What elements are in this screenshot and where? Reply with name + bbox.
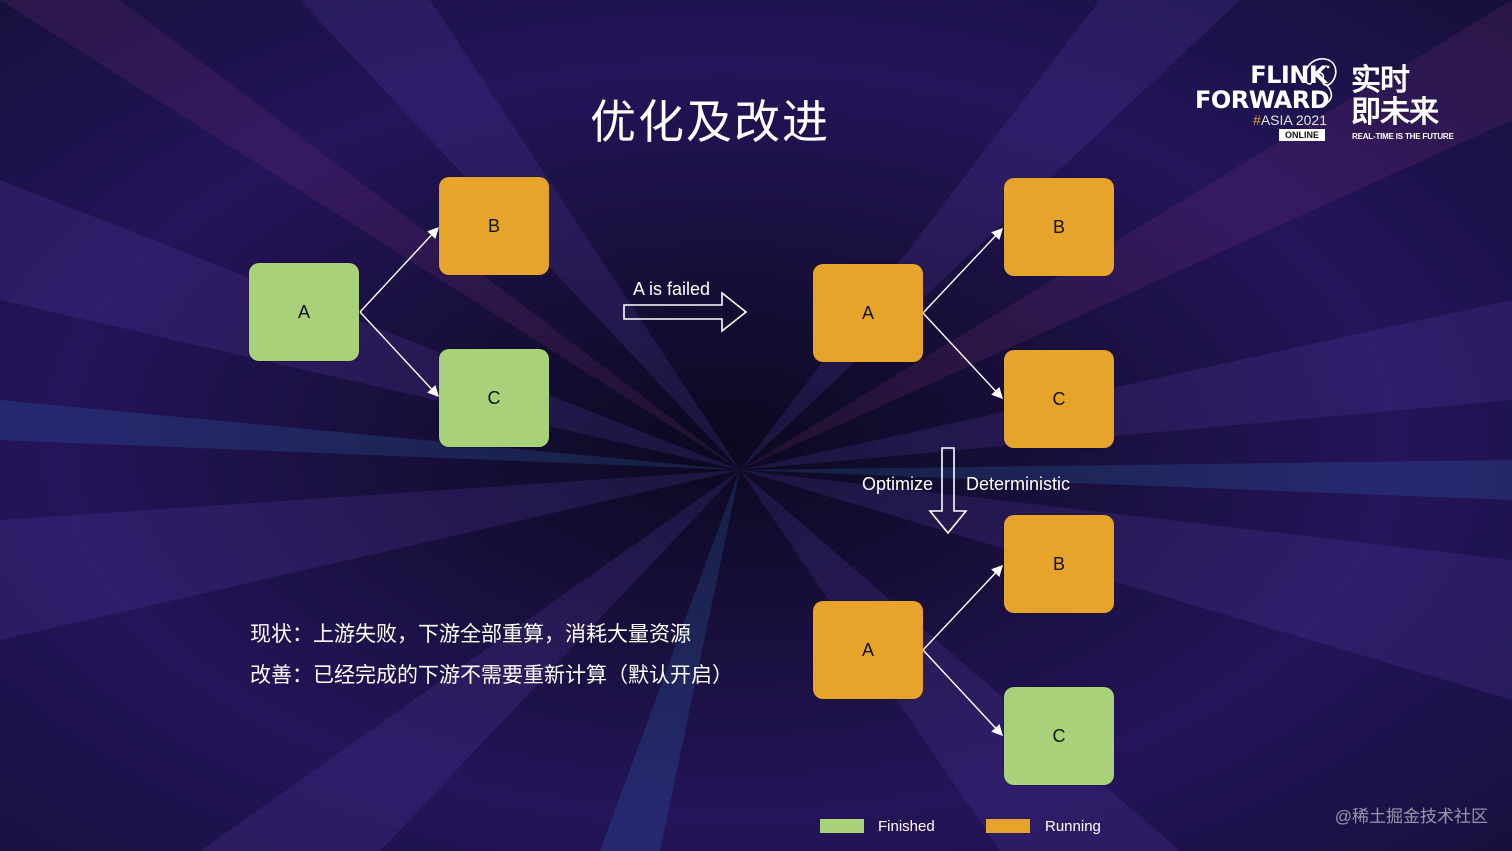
logo-cn-line2: 即未来: [1351, 95, 1439, 130]
improvement-text: 改善：已经完成的下游不需要重新计算（默认开启）: [250, 663, 733, 687]
node-before-a-finished: A: [249, 263, 359, 361]
optimize-transition-arrow-icon: [928, 447, 968, 535]
failed-transition-arrow-icon: [623, 291, 748, 333]
node-opt-a-running: A: [813, 601, 923, 699]
legend-running-label: Running: [1045, 818, 1101, 835]
optimize-label: Optimize: [862, 474, 934, 494]
node-before-c-finished: C: [439, 349, 549, 447]
logo-english-slogan: REAL-TIME IS THE FUTURE: [1352, 132, 1454, 141]
logo-line-forward: FORWARD: [1195, 86, 1330, 114]
logo-flink-forward: FLINK FORWARD: [1195, 61, 1330, 114]
slide-title: 优化及改进: [590, 95, 830, 149]
legend-finished-swatch: [820, 819, 864, 833]
logo-asia-2021: #ASIA 2021: [1235, 112, 1327, 128]
logo-chinese-slogan: 实时 即未来: [1351, 65, 1451, 129]
watermark: @稀土掘金技术社区: [1334, 807, 1488, 826]
logo-hash: #: [1253, 112, 1261, 128]
logo-online-badge: ONLINE: [1279, 129, 1325, 141]
legend-running-swatch: [986, 819, 1030, 833]
node-after-c-running: C: [1004, 350, 1114, 448]
edge-before-a-c: [359, 311, 439, 398]
node-after-a-running: A: [813, 264, 923, 362]
flink-forward-logo: FLINK FORWARD #ASIA 2021 ONLINE 实时 即未来 R…: [1195, 55, 1455, 150]
edge-opt-a-b: [922, 564, 1003, 651]
current-state-text: 现状：上游失败，下游全部重算，消耗大量资源: [250, 622, 691, 646]
deterministic-label: Deterministic: [966, 474, 1071, 494]
node-before-b-running: B: [439, 177, 549, 275]
failed-arrow-label: A is failed: [633, 279, 711, 299]
node-opt-b-running: B: [1004, 515, 1114, 613]
logo-line-flink: FLINK: [1250, 61, 1327, 89]
legend-finished-label: Finished: [878, 818, 935, 835]
edge-after-a-c: [922, 312, 1003, 400]
edge-before-a-b: [359, 226, 439, 313]
logo-cn-line1: 实时: [1351, 63, 1410, 98]
logo-asia-text: ASIA 2021: [1260, 112, 1327, 128]
edge-after-a-b: [922, 227, 1003, 314]
squirrel-logo-icon: [1304, 58, 1337, 104]
node-opt-c-finished: C: [1004, 687, 1114, 785]
node-after-b-running: B: [1004, 178, 1114, 276]
edge-opt-a-c: [922, 649, 1003, 737]
